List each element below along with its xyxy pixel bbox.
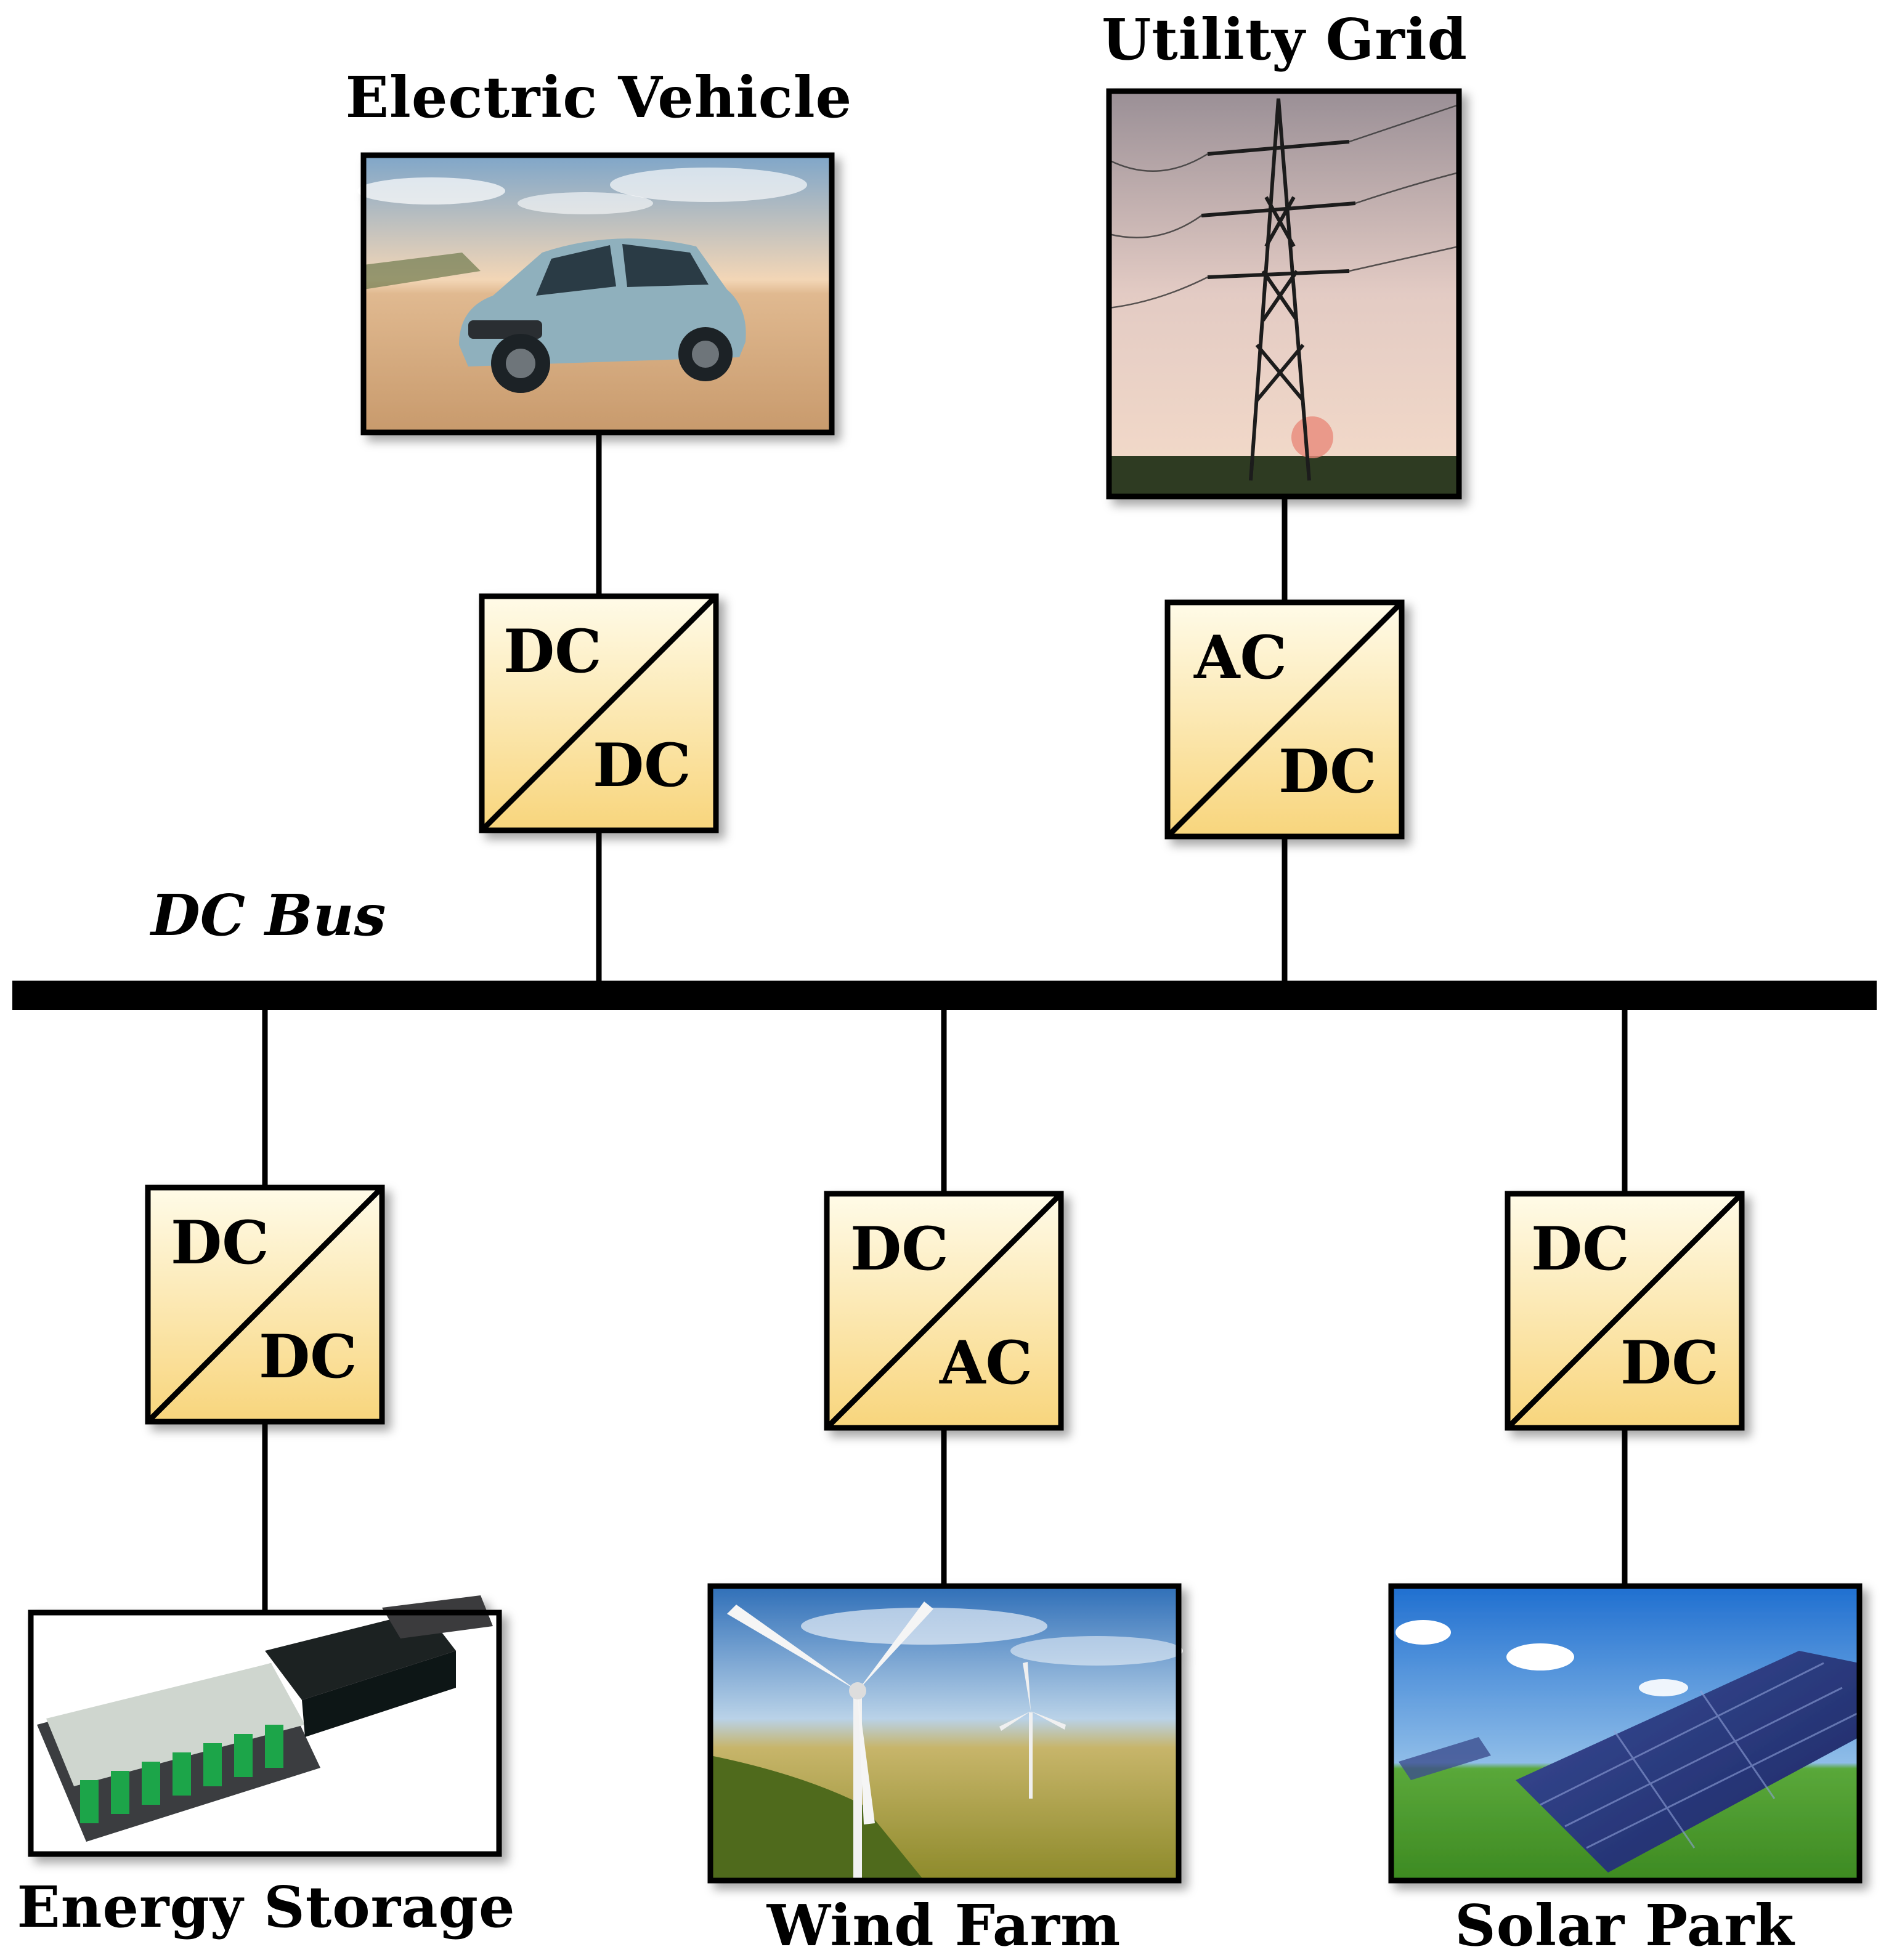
converter-solar	[1505, 1191, 1745, 1431]
wind-turbine-photo	[707, 1583, 1183, 1884]
converter-grid-top-label: AC	[1194, 623, 1287, 692]
power-tower-photo	[1106, 88, 1462, 500]
converter-grid	[1164, 599, 1405, 840]
title-electric-vehicle: Electric Vehicle	[345, 64, 853, 131]
converter-ev-bottom-label: DC	[593, 731, 691, 800]
dc-bus-bar	[12, 981, 1877, 1010]
title-utility-grid: Utility Grid	[1102, 6, 1468, 73]
converter-storage	[145, 1185, 385, 1425]
battery-pack-photo	[28, 1595, 502, 1857]
title-energy-storage: Energy Storage	[17, 1874, 516, 1940]
converter-solar-top-label: DC	[1531, 1214, 1630, 1284]
title-solar-park: Solar Park	[1455, 1892, 1795, 1959]
converter-wind-bottom-label: AC	[940, 1328, 1033, 1398]
converter-wind	[824, 1191, 1064, 1431]
dc-bus-label: DC Bus	[151, 882, 386, 949]
converter-storage-bottom-label: DC	[259, 1322, 357, 1391]
solar-panel-photo	[1388, 1583, 1863, 1884]
converter-wind-top-label: DC	[850, 1214, 949, 1284]
title-wind-farm: Wind Farm	[766, 1892, 1121, 1959]
converter-ev-top-label: DC	[503, 617, 602, 686]
converter-grid-bottom-label: DC	[1278, 737, 1377, 806]
converter-storage-top-label: DC	[171, 1208, 269, 1278]
car-photo	[357, 152, 835, 435]
converter-solar-bottom-label: DC	[1620, 1328, 1719, 1398]
connection-lines	[262, 431, 1628, 1613]
converter-ev	[479, 593, 719, 833]
